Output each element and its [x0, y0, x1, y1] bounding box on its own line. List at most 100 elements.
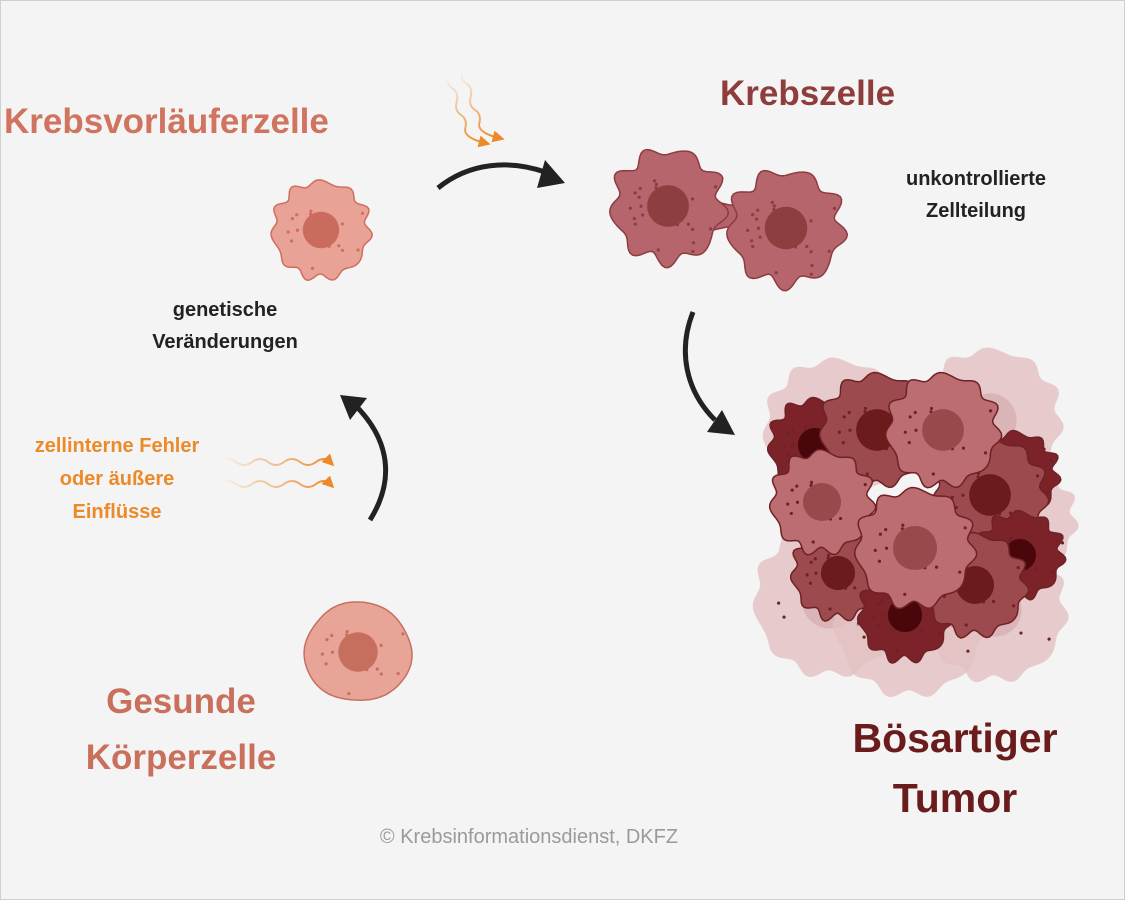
cell-granule — [708, 227, 713, 231]
cell-granule — [756, 226, 761, 230]
cell-granule — [805, 573, 809, 577]
cell-granule — [1019, 631, 1023, 635]
cell-granule — [1016, 566, 1020, 570]
cell-granule — [638, 186, 642, 191]
cell-granule — [863, 406, 868, 411]
cell-granule — [895, 649, 899, 653]
cell-granule — [983, 451, 988, 455]
cell-granule — [963, 526, 967, 530]
cell-granule — [876, 602, 880, 606]
cell-granule — [803, 425, 808, 429]
cell-granule — [842, 415, 846, 419]
tumor-cell-nucleus — [803, 483, 841, 521]
cell-granule — [991, 599, 996, 604]
cell-granule — [1054, 538, 1058, 542]
cell-granule — [903, 430, 907, 434]
cell-granule — [809, 480, 814, 484]
cancer-cell-left-nucleus — [647, 185, 689, 227]
cell-granule — [751, 244, 755, 249]
cell-granule — [347, 691, 351, 696]
cell-granule — [337, 244, 341, 248]
cell-granule — [310, 266, 315, 270]
radiation-waves-icon — [446, 69, 505, 148]
cell-granule — [1049, 458, 1053, 462]
cell-granule — [324, 662, 328, 666]
cell-granule — [901, 523, 905, 527]
cell-granule — [652, 179, 657, 183]
cell-granule — [841, 440, 845, 445]
cell-granule — [777, 601, 781, 605]
cell-granule — [628, 206, 632, 210]
cell-granule — [360, 211, 365, 215]
cell-granule — [691, 227, 695, 231]
cell-granule — [356, 248, 360, 252]
healthy-cell-title: Gesunde Körperzelle — [50, 674, 312, 786]
cell-granule — [637, 195, 641, 199]
cell-granule — [786, 502, 790, 506]
tumor-cell-nucleus — [969, 474, 1011, 516]
cell-granule — [1045, 490, 1050, 495]
label-line: unkontrollierte — [905, 168, 1046, 190]
cell-granule — [884, 527, 888, 532]
cell-granule — [1033, 567, 1038, 571]
cell-granule — [790, 488, 794, 492]
cell-granule — [375, 667, 379, 671]
cell-granule — [865, 472, 869, 476]
cell-granule — [1012, 604, 1016, 608]
cell-granule — [873, 548, 877, 553]
genetic-changes-label: genetische Veränderungen — [110, 294, 340, 358]
cell-granule — [805, 244, 809, 249]
cell-granule — [934, 565, 939, 569]
cell-granule — [758, 235, 762, 239]
cell-granule — [340, 248, 345, 252]
label-line: Zellteilung — [926, 200, 1026, 222]
cell-granule — [961, 493, 965, 497]
label-line: Gesunde — [106, 682, 256, 721]
cell-granule — [691, 249, 695, 254]
label-line: Einflüsse — [72, 501, 162, 523]
precursor-cell-nucleus — [302, 211, 340, 249]
cell-granule — [345, 629, 349, 634]
cell-granule — [686, 222, 691, 226]
cell-granule — [966, 649, 970, 653]
cell-granule — [756, 208, 760, 212]
cell-granule — [295, 228, 300, 232]
cell-granule — [790, 429, 794, 433]
cell-granule — [325, 638, 329, 642]
cell-granule — [811, 540, 815, 544]
cell-granule — [785, 453, 790, 457]
arrow-cancer-to-tumor — [682, 311, 735, 435]
cell-granule — [396, 672, 400, 676]
cell-granule — [826, 553, 831, 557]
cell-granule — [379, 672, 383, 676]
cell-granule — [931, 472, 935, 476]
cell-granule — [862, 635, 866, 639]
cell-granule — [290, 216, 294, 221]
cell-granule — [813, 557, 817, 561]
cell-granule — [903, 592, 907, 596]
cell-granule — [795, 484, 799, 488]
cell-granule — [877, 559, 882, 563]
cell-granule — [286, 230, 290, 234]
tumor-cell-nucleus — [892, 525, 938, 571]
cell-granule — [633, 191, 637, 195]
cancer-cell-right-nucleus — [764, 206, 808, 250]
cell-granule — [791, 443, 795, 447]
cell-granule — [809, 219, 813, 223]
cell-granule — [872, 615, 876, 619]
cell-granule — [1035, 474, 1040, 478]
cell-granule — [884, 546, 889, 550]
cell-granule — [809, 250, 813, 254]
cell-granule — [827, 249, 831, 253]
cell-granule — [639, 204, 643, 208]
tumor-cell-nucleus — [922, 409, 964, 451]
cell-granule — [848, 428, 852, 432]
cell-granule — [837, 430, 841, 434]
cell-granule — [690, 197, 695, 201]
cell-granule — [774, 271, 778, 275]
cell-granule — [1050, 570, 1055, 575]
cell-granule — [828, 607, 832, 611]
label-line: zellinterne Fehler — [34, 435, 200, 457]
cell-granule — [782, 615, 786, 619]
